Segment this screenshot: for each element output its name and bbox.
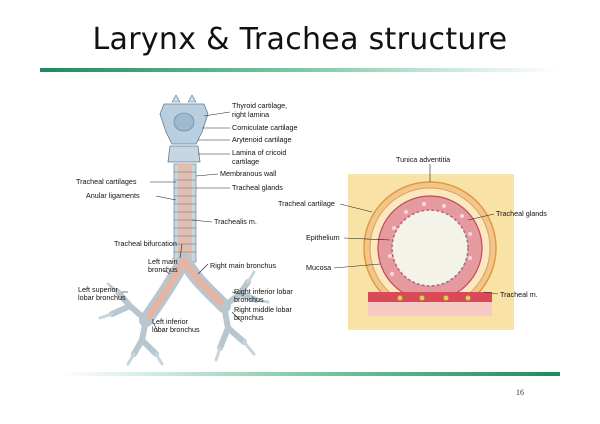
label-left-superior-lobar-1: Left superior <box>78 285 119 294</box>
page-number: 16 <box>516 388 524 397</box>
trachea-cross-section-figure: Tunica adventitia Tracheal cartilage Tra… <box>278 155 547 330</box>
label-tracheal-bifurcation: Tracheal bifurcation <box>114 239 177 248</box>
slide-title: Larynx & Trachea structure <box>92 22 508 57</box>
label-tracheal-glands: Tracheal glands <box>232 183 283 192</box>
label-arytenoid-cartilage: Arytenoid cartilage <box>232 135 292 144</box>
cross-section-illustration <box>363 181 497 316</box>
label-tracheal-cartilage: Tracheal cartilage <box>278 199 335 208</box>
label-corniculate-cartilage: Corniculate cartilage <box>232 123 298 132</box>
label-membranous-wall: Membranous wall <box>220 169 277 178</box>
right-figure-labels: Tunica adventitia Tracheal cartilage Tra… <box>278 155 547 299</box>
label-right-main-bronchus: Right main bronchus <box>210 261 276 270</box>
label-left-main-bronchus-1: Left main <box>148 257 178 266</box>
label-cricoid-cartilage-2: cartilage <box>232 157 259 166</box>
left-figure-leader-lines <box>122 111 243 333</box>
label-anular-ligaments: Anular ligaments <box>86 191 140 200</box>
label-tunica-adventitia: Tunica adventitia <box>396 155 450 164</box>
label-right-middle-lobar-2: bronchus <box>234 313 264 322</box>
bronchi-illustration <box>98 253 270 366</box>
label-right-middle-lobar-1: Right middle lobar <box>234 305 293 314</box>
label-trachealis-muscle: Trachealis m. <box>214 217 257 226</box>
label-right-inferior-lobar-2: bronchus <box>234 295 264 304</box>
footer-rule <box>60 372 560 376</box>
label-left-superior-lobar-2: lobar bronchus <box>78 293 126 302</box>
larynx-illustration <box>159 94 209 163</box>
label-mucosa: Mucosa <box>306 263 331 272</box>
label-thyroid-cartilage-2: right lamina <box>232 110 269 119</box>
label-left-inferior-lobar-1: Left inferior <box>152 317 189 326</box>
larynx-trachea-figure: Thyroid cartilage, right lamina Cornicul… <box>76 94 298 366</box>
label-epithelium: Epithelium <box>306 233 340 242</box>
label-tracheal-cartilages: Tracheal cartilages <box>76 177 137 186</box>
label-tracheal-muscle: Tracheal m. <box>500 290 538 299</box>
label-cricoid-cartilage-1: Lamina of cricoid <box>232 148 286 157</box>
label-right-inferior-lobar-1: Right inferior lobar <box>234 287 293 296</box>
right-figure-leader-lines <box>333 164 499 295</box>
trachea-illustration <box>173 163 197 263</box>
left-figure-labels: Thyroid cartilage, right lamina Cornicul… <box>76 101 298 334</box>
label-left-main-bronchus-2: bronchus <box>148 265 178 274</box>
label-tracheal-glands-section: Tracheal glands <box>496 209 547 218</box>
label-left-inferior-lobar-2: lobar bronchus <box>152 325 200 334</box>
label-thyroid-cartilage-1: Thyroid cartilage, <box>232 101 287 110</box>
title-underline <box>40 68 560 72</box>
